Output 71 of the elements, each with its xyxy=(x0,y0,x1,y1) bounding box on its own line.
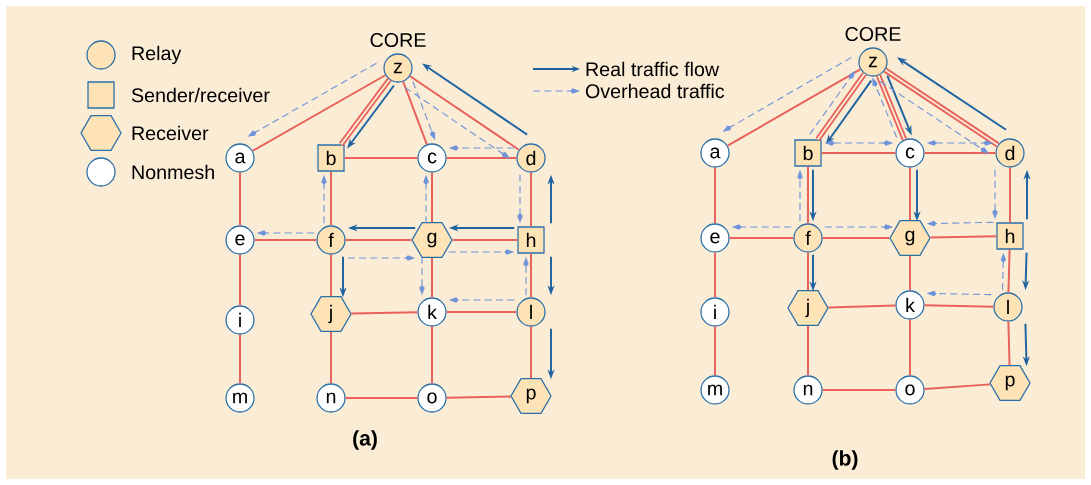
mesh-link xyxy=(1007,320,1011,367)
receiver-hexagon: g xyxy=(411,222,453,258)
mesh-link xyxy=(1007,248,1011,294)
mesh-link xyxy=(338,78,392,146)
mesh-link xyxy=(714,166,716,225)
core-label: CORE xyxy=(370,33,426,48)
mesh-link xyxy=(239,171,241,227)
core-label: CORE xyxy=(845,27,901,42)
mesh-link xyxy=(883,67,1000,148)
mesh-link xyxy=(253,239,318,241)
mesh-link xyxy=(431,171,433,224)
mesh-link xyxy=(530,325,532,379)
mesh-link xyxy=(807,165,809,225)
mesh-link xyxy=(807,324,809,377)
mesh-link xyxy=(445,311,518,313)
mesh-link xyxy=(821,389,897,391)
mesh-link xyxy=(344,397,419,399)
legend-item: Real traffic flow xyxy=(533,61,720,77)
mesh-link xyxy=(728,237,795,239)
sender-square: h xyxy=(517,226,545,254)
legend-item: Sender/receiver xyxy=(87,81,270,109)
mesh-link xyxy=(827,304,897,309)
mesh-link xyxy=(909,318,911,377)
panel-label: (b) xyxy=(832,450,858,470)
sender-square: b xyxy=(317,144,345,172)
mesh-link xyxy=(451,239,519,241)
receiver-hexagon: p xyxy=(510,378,552,414)
sender-square: b xyxy=(794,139,822,167)
mesh-link xyxy=(1009,166,1011,224)
mesh-link xyxy=(330,253,332,298)
mesh-link xyxy=(344,239,413,241)
mesh-link xyxy=(923,383,992,390)
mesh-link xyxy=(726,68,862,147)
mesh-link xyxy=(402,80,428,146)
mesh-link xyxy=(815,72,867,141)
mesh-link xyxy=(445,157,518,159)
sender-square: h xyxy=(996,222,1024,250)
mesh-link xyxy=(821,237,891,239)
mesh-link xyxy=(409,75,520,151)
mesh-link xyxy=(714,251,716,299)
receiver-hexagon: j xyxy=(787,290,829,326)
receiver-hexagon: g xyxy=(889,220,931,256)
mesh-link xyxy=(923,152,997,154)
mesh-link xyxy=(909,254,911,292)
mesh-link xyxy=(820,152,897,154)
mesh-link xyxy=(929,235,998,239)
mesh-link xyxy=(431,325,433,385)
receiver-hexagon: p xyxy=(989,365,1031,401)
mesh-link xyxy=(343,157,419,159)
mesh-link xyxy=(431,256,433,299)
legend-item: Nonmesh xyxy=(86,157,214,187)
mesh-link xyxy=(239,253,241,307)
legend-item: Relay xyxy=(86,40,182,70)
mesh-link xyxy=(530,171,532,228)
mesh-link xyxy=(909,166,911,222)
mesh-link xyxy=(350,311,419,315)
mesh-link xyxy=(445,395,512,399)
mesh-link xyxy=(923,304,995,308)
mesh-link xyxy=(330,330,332,385)
overhead-arrow xyxy=(879,80,989,154)
legend-item: Overhead traffic xyxy=(532,83,725,99)
legend-item: Receiver xyxy=(80,115,209,151)
mesh-link xyxy=(807,251,809,292)
mesh-link xyxy=(330,170,332,227)
mesh-link xyxy=(714,325,716,377)
mesh-link xyxy=(875,74,908,141)
mesh-link xyxy=(239,333,241,385)
mesh-link xyxy=(530,252,532,299)
panel-label: (a) xyxy=(353,430,377,450)
mesh-link xyxy=(251,74,387,152)
receiver-hexagon: j xyxy=(310,296,352,332)
